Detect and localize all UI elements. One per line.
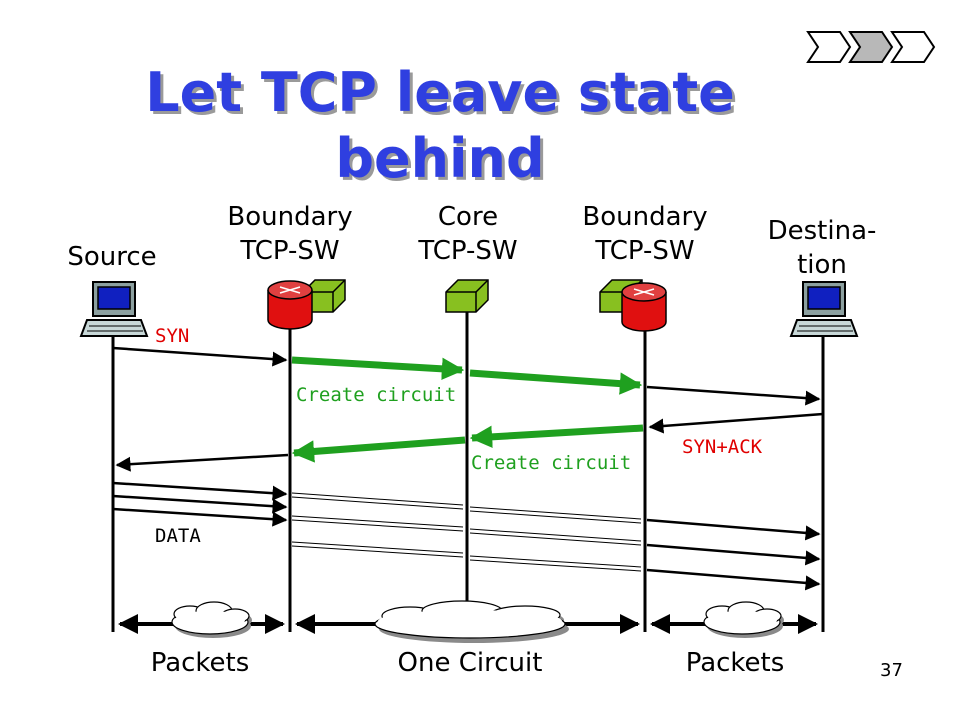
- boundary-left-label: Boundary TCP-SW: [210, 200, 370, 268]
- nav-chevron-3-icon[interactable]: [890, 31, 936, 63]
- create-circuit-label-2: Create circuit: [471, 452, 632, 474]
- boundary-left-label-line2: TCP-SW: [240, 236, 340, 266]
- core-switch-icon: [445, 279, 489, 313]
- data-label: DATA: [155, 525, 201, 547]
- syn-ack-label: SYN+ACK: [682, 436, 763, 458]
- data-forward-arrow-3: [646, 568, 821, 591]
- circuit-data-lines: [291, 492, 642, 572]
- cloud-right-icon: [703, 601, 784, 638]
- segment-left-label: Packets: [150, 648, 250, 678]
- create-circuit-label-1: Create circuit: [296, 384, 457, 406]
- destination-label: Destina- tion: [742, 214, 902, 282]
- core-label: Core TCP-SW: [388, 200, 548, 268]
- core-label-line1: Core: [437, 202, 499, 232]
- data-arrow-2: [112, 494, 288, 514]
- segment-middle-label: One Circuit: [397, 648, 543, 678]
- boundary-left-router-icon: [267, 280, 313, 330]
- syn-label: SYN: [155, 325, 190, 347]
- create-circuit-arrow-1b: [469, 369, 643, 395]
- nav-chevron-1-icon[interactable]: [806, 31, 852, 63]
- syn-ack-arrow: [648, 412, 824, 434]
- destination-label-line2: tion: [797, 250, 847, 280]
- segment-right-label: Packets: [685, 648, 785, 678]
- slide-number: 37: [880, 660, 903, 681]
- data-arrow-1: [112, 481, 288, 501]
- data-arrow-3: [112, 507, 288, 527]
- create-circuit-arrow-1a: [291, 356, 465, 380]
- syn-forward-arrow: [646, 385, 821, 406]
- cloud-middle-icon: [374, 600, 569, 643]
- boundary-right-label-line1: Boundary: [582, 202, 708, 232]
- destination-label-line1: Destina-: [767, 216, 877, 246]
- syn-arrow: [112, 346, 288, 367]
- core-label-line2: TCP-SW: [418, 236, 518, 266]
- source-computer-icon: [79, 281, 149, 337]
- boundary-right-label-line2: TCP-SW: [595, 236, 695, 266]
- source-label: Source: [67, 242, 157, 272]
- slide-title: Let TCP leave state behind: [145, 61, 735, 190]
- boundary-right-label: Boundary TCP-SW: [565, 200, 725, 268]
- create-circuit-arrow-2b: [291, 436, 466, 463]
- nav-arrows[interactable]: [806, 30, 936, 64]
- syn-ack-return-arrow: [115, 453, 289, 472]
- boundary-left-label-line1: Boundary: [227, 202, 353, 232]
- boundary-right-router-icon: [621, 282, 667, 332]
- destination-computer-icon: [789, 281, 859, 337]
- create-circuit-arrow-2a: [469, 424, 644, 449]
- data-forward-arrow-1: [646, 518, 821, 541]
- cloud-left-icon: [171, 601, 252, 638]
- data-forward-arrow-2: [646, 543, 821, 566]
- nav-chevron-2-icon[interactable]: [848, 31, 894, 63]
